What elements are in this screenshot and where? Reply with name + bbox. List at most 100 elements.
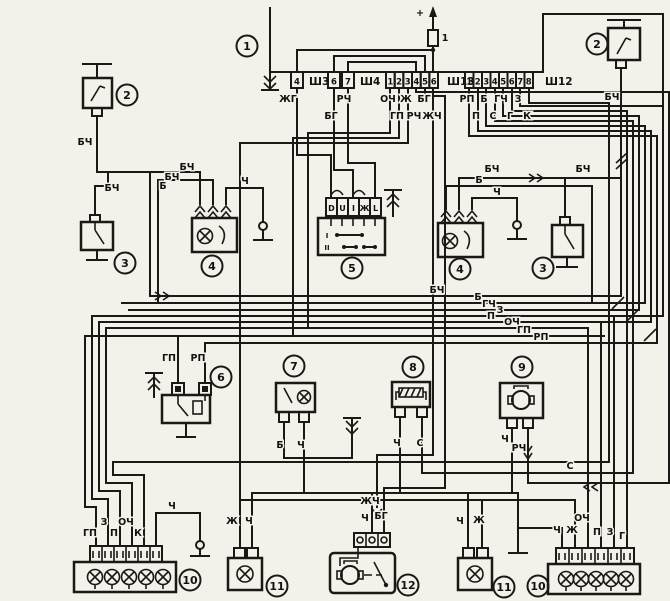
component-number: 10 bbox=[530, 580, 546, 593]
wire-s bbox=[421, 87, 634, 474]
connector-pin-number: 7 bbox=[517, 78, 523, 88]
wire-label-bch: БЧ bbox=[605, 92, 620, 103]
lamp-icon bbox=[236, 565, 254, 583]
component-3-left-switch bbox=[79, 214, 115, 261]
wire-label-gch: ГЧ bbox=[482, 299, 496, 310]
wire-label-rp: РП bbox=[534, 332, 549, 343]
rear-lamp-cluster-left bbox=[72, 545, 178, 594]
component-5-switch: D U I Ж L I II bbox=[316, 189, 387, 257]
connector-pin-number: 1 bbox=[466, 78, 472, 88]
component-badge-11: 11 bbox=[492, 575, 516, 599]
ground-bolt-right-icon bbox=[507, 220, 527, 240]
component-number: 5 bbox=[348, 262, 356, 275]
wire-label-bch: БЧ bbox=[485, 164, 500, 175]
continuation-arrow-up-icon bbox=[145, 372, 163, 398]
component-number: 3 bbox=[121, 257, 129, 270]
wire-label-ch: Ч bbox=[245, 516, 253, 527]
wire-label-k: К bbox=[134, 528, 142, 539]
connector-pin-number: 6 bbox=[509, 78, 515, 88]
wire-label-bg: БГ bbox=[324, 111, 337, 122]
component-12-motor-unit bbox=[328, 532, 397, 595]
terminal bbox=[462, 547, 475, 559]
plug-chevrons-icon bbox=[440, 209, 478, 224]
wire-label-b: Б bbox=[474, 292, 481, 303]
connector-pin-number: 5 bbox=[422, 78, 428, 88]
wire-label-gch: ГЧ bbox=[494, 94, 508, 105]
wire-zh-bottom bbox=[239, 499, 576, 549]
wire-label-rch: РЧ bbox=[407, 111, 422, 122]
component-badge-6: 6 bbox=[209, 365, 233, 389]
wire-label-s: С bbox=[417, 438, 424, 449]
wire-label-zh: Ж bbox=[473, 515, 485, 526]
arrow-up-icon bbox=[429, 6, 437, 17]
wire-label-zhch: ЖЧ bbox=[360, 496, 379, 507]
wire-b-left bbox=[157, 179, 214, 304]
wire-label-ch: Ч bbox=[553, 525, 561, 536]
component-badge-10: 10 bbox=[178, 568, 202, 592]
wire-label-s: С bbox=[490, 111, 497, 122]
wire-label-bch: БЧ bbox=[180, 162, 195, 173]
component-2-right-switch bbox=[606, 19, 642, 69]
component-4-right-lamp bbox=[436, 209, 485, 259]
component-number: 4 bbox=[208, 260, 216, 273]
wire-label-gp: ГП bbox=[390, 111, 404, 122]
component-8-resistor bbox=[390, 380, 432, 418]
fuse-number-label: 1 bbox=[442, 33, 449, 44]
connector-pin-number: 4 bbox=[413, 78, 419, 88]
wire-label-rp: РП bbox=[460, 94, 475, 105]
wire-b-bus bbox=[121, 87, 646, 304]
terminal bbox=[394, 406, 406, 418]
wire-label-ch: Ч bbox=[241, 176, 249, 187]
wire-loops bbox=[330, 189, 366, 196]
switch5-position-label: II bbox=[324, 244, 329, 252]
continuation-arrow-up-icon bbox=[384, 189, 402, 217]
wire-label-zh: Ж bbox=[226, 516, 238, 527]
component-badge-3: 3 bbox=[531, 256, 555, 280]
wire-ch-bolt-right bbox=[471, 197, 518, 222]
component-number: 1 bbox=[243, 40, 251, 53]
connector-name-sh4: Ш4 bbox=[360, 76, 380, 88]
wire-och-bus bbox=[105, 327, 589, 549]
wire-label-p: П bbox=[472, 111, 480, 122]
wire-label-ch: Ч bbox=[456, 516, 464, 527]
switch5-terminal-label: I bbox=[352, 204, 355, 213]
wire-bch-comp3L bbox=[94, 171, 109, 216]
component-number: 11 bbox=[496, 581, 511, 594]
wire-zh bbox=[239, 87, 409, 549]
connector-pin-number: 1 bbox=[387, 78, 393, 88]
switch5-terminal-label: Ж bbox=[360, 204, 370, 213]
component-badge-1: 1 bbox=[235, 34, 259, 58]
connector-pin-number: 3 bbox=[483, 78, 489, 88]
terminal bbox=[298, 411, 310, 423]
component-badge-5: 5 bbox=[340, 256, 364, 280]
lamp-icon bbox=[466, 565, 484, 583]
terminal bbox=[278, 411, 290, 423]
component-badge-7: 7 bbox=[282, 354, 306, 378]
side-repeater-left bbox=[226, 547, 264, 592]
component-badge-2: 2 bbox=[115, 83, 139, 107]
wire-rch bbox=[415, 87, 670, 484]
continuation-drop-icon bbox=[343, 417, 361, 459]
component-number: 3 bbox=[539, 262, 547, 275]
wire-label-bch: БЧ bbox=[576, 164, 591, 175]
wire-k bbox=[112, 87, 610, 547]
contact-table bbox=[335, 233, 377, 249]
wire-label-och: ОЧ bbox=[504, 317, 520, 328]
wire-label-bch: БЧ bbox=[430, 285, 445, 296]
wire-label-b: Б bbox=[475, 175, 482, 186]
wire-label-k: К bbox=[523, 111, 531, 122]
ground-icon bbox=[556, 256, 578, 268]
terminal bbox=[522, 417, 534, 429]
wire-label-och: ОЧ bbox=[574, 513, 590, 524]
terminal bbox=[416, 406, 428, 418]
component-badge-10: 10 bbox=[526, 574, 550, 598]
wire-label-p: П bbox=[110, 528, 118, 539]
component-badge-11: 11 bbox=[265, 574, 289, 598]
terminal-strip bbox=[89, 545, 163, 563]
wire-label-g: Г bbox=[507, 111, 513, 122]
wire-label-zhg: ЖГ bbox=[279, 94, 297, 105]
wire-label-ch: Ч bbox=[168, 501, 176, 512]
wire-label-gp: ГП bbox=[162, 353, 176, 364]
wire-label-z: З bbox=[101, 517, 108, 528]
